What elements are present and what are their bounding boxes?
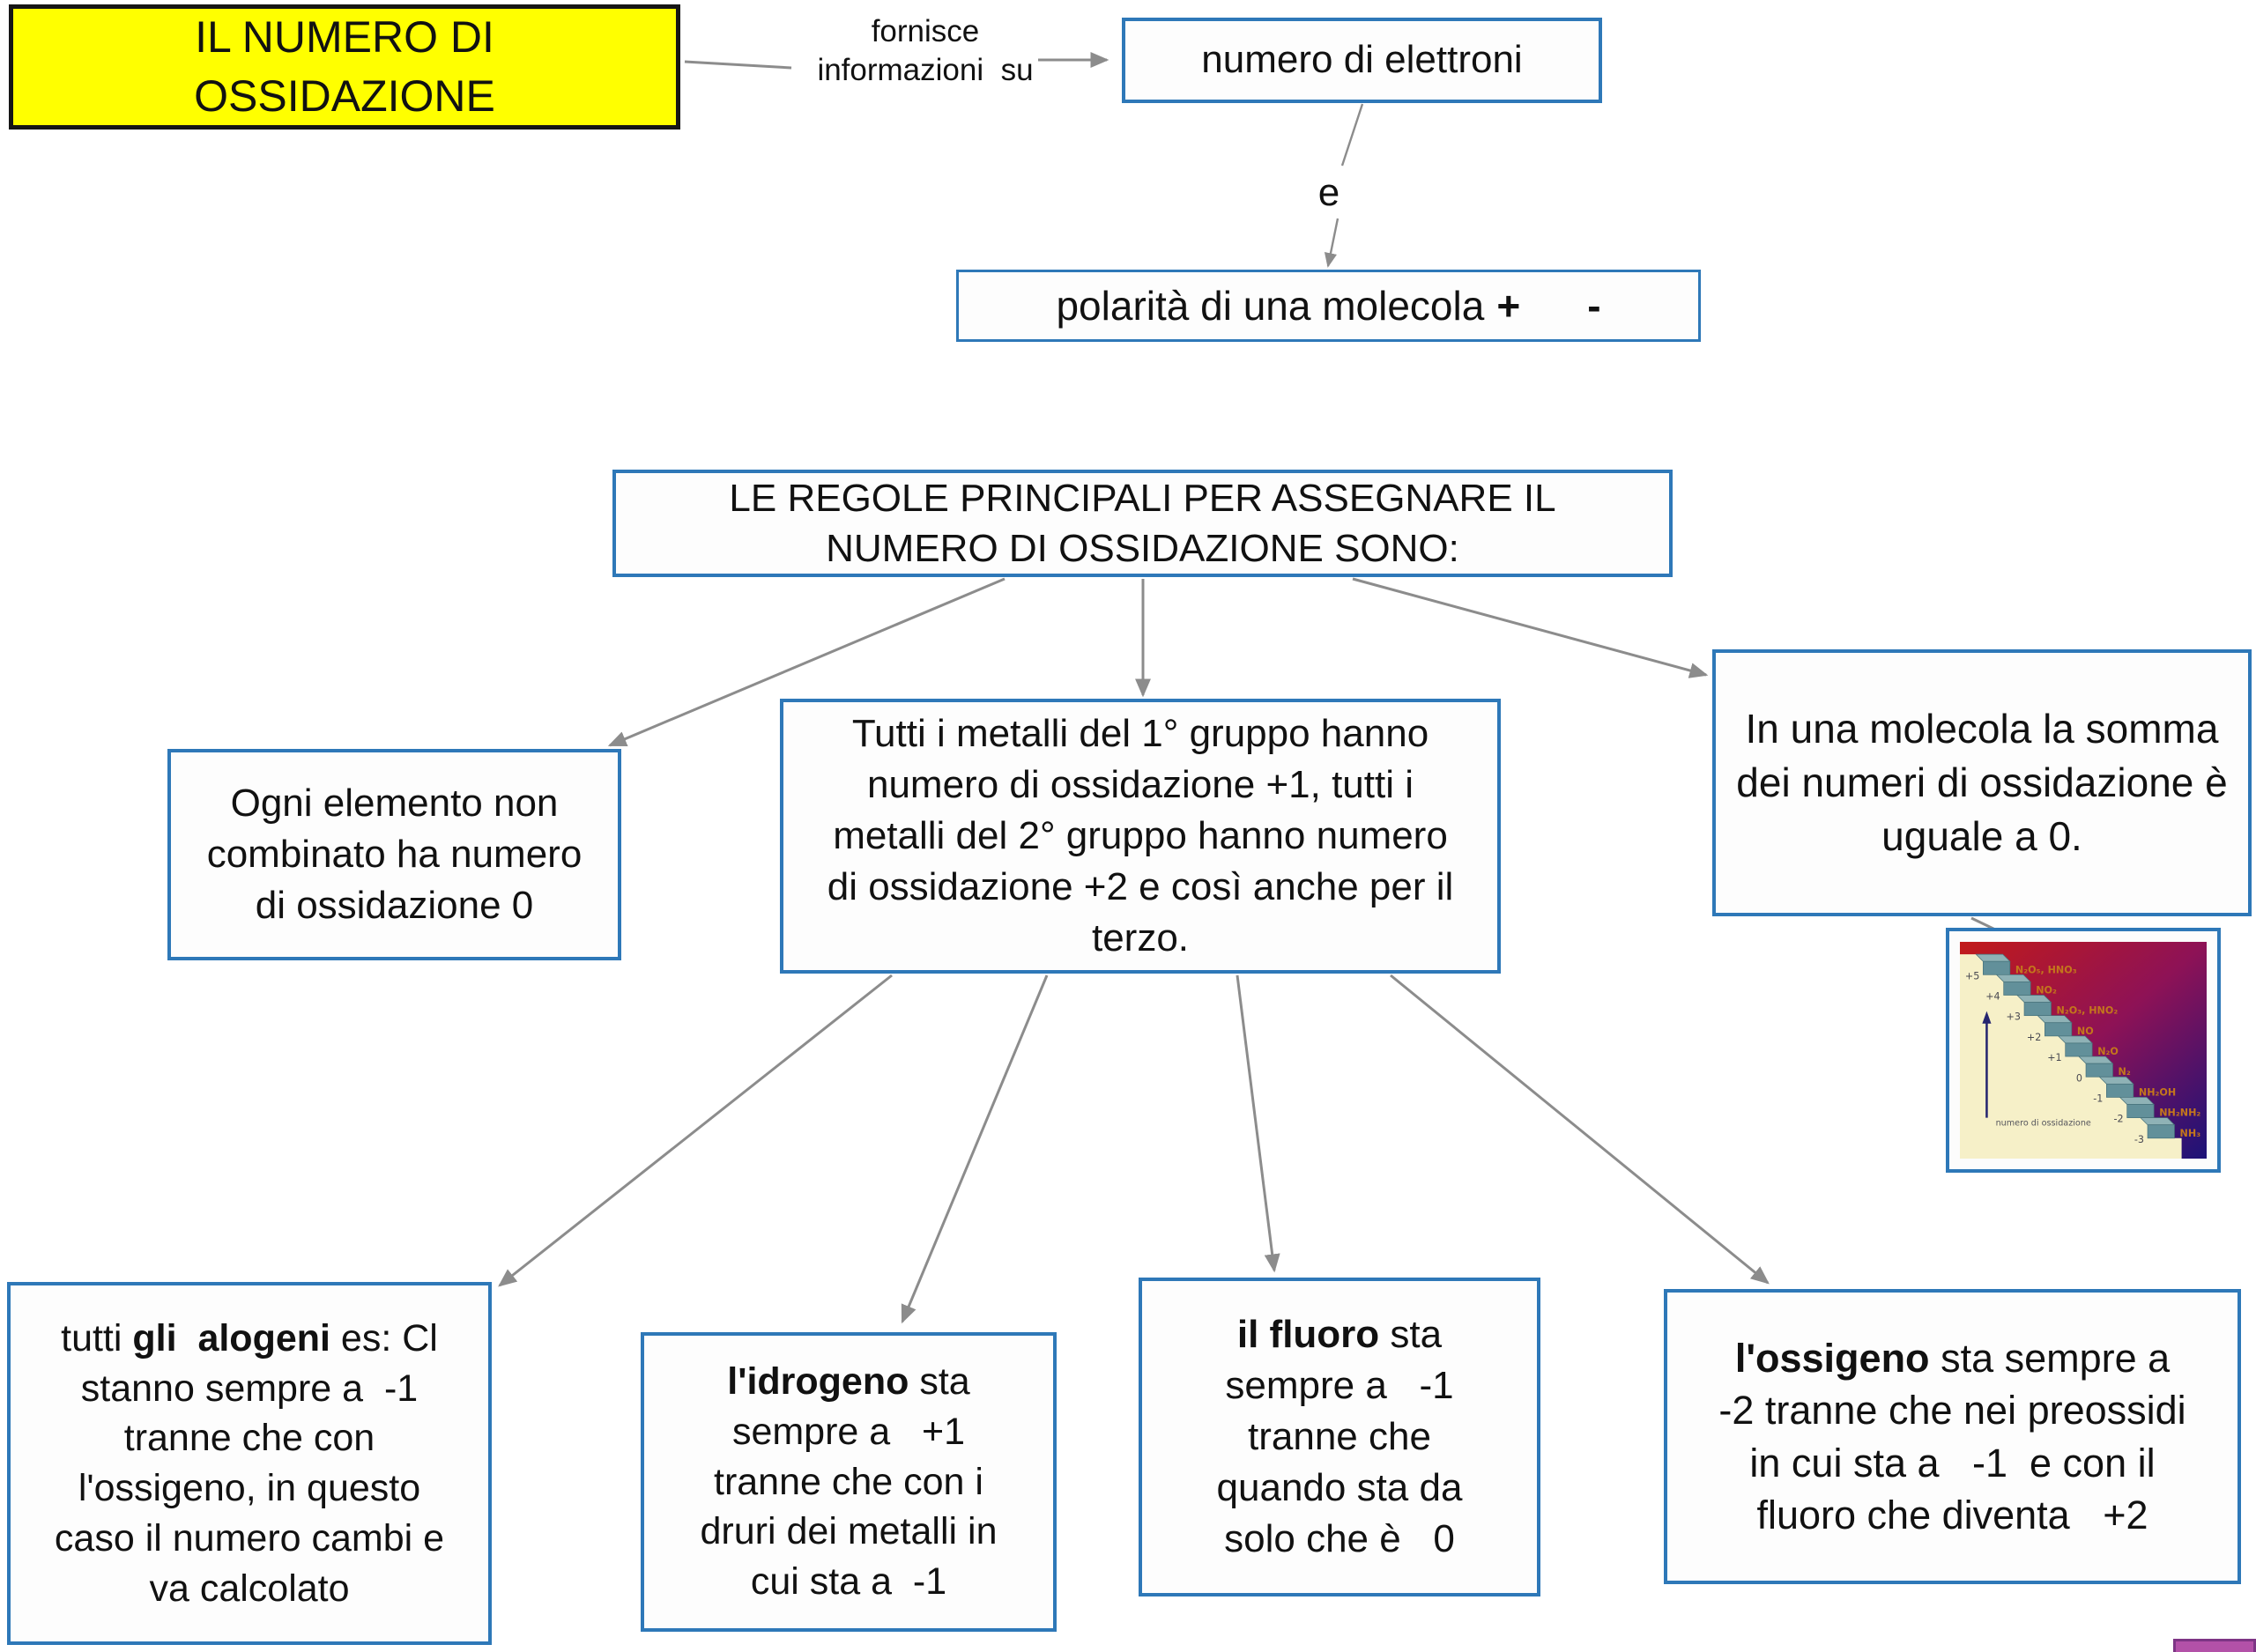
- stair-compound: N₂O₃, HNO₂: [2057, 1005, 2119, 1017]
- fornisce-link-label: fornisce informazioni su: [817, 14, 1034, 87]
- connector-arrow: [607, 577, 1006, 747]
- ossigeno-node: l'ossigeno sta sempre a -2 tranne che ne…: [1664, 1289, 2241, 1584]
- elemento-non-combinato-node: Ogni elemento non combinato ha numero di…: [167, 749, 621, 960]
- e-link-label: e: [1317, 170, 1340, 214]
- stair-compound: N₂: [2119, 1066, 2131, 1078]
- elettroni-node: numero di elettroni: [1122, 18, 1602, 103]
- ossigeno-text: l'ossigeno sta sempre a -2 tranne che ne…: [1718, 1335, 2186, 1537]
- stair-compound: NO: [2077, 1026, 2094, 1037]
- axis-arrowhead: [1982, 1011, 1992, 1024]
- stair-step-front: [2126, 1104, 2155, 1118]
- stair-compound: N₂O: [2097, 1046, 2119, 1057]
- connector: [684, 60, 792, 70]
- stair-number: -3: [2134, 1134, 2144, 1145]
- alogeni-text: tutti gli alogeni es: Cl stanno sempre a…: [54, 1316, 445, 1610]
- polarita-minus-sign: -: [1587, 282, 1601, 329]
- stair-compound: NH₂NH₂: [2159, 1108, 2200, 1119]
- alogeni-bold: gli alogeni: [132, 1316, 330, 1359]
- corner-shape: [2173, 1639, 2256, 1652]
- stair-number: 0: [2076, 1072, 2082, 1084]
- stairs-caption: numero di ossidazione: [1996, 1119, 2091, 1129]
- polarita-node: polarità di una molecola+ -: [956, 270, 1701, 342]
- stair-step-front: [1983, 960, 2011, 975]
- title-node: IL NUMERO DI OSSIDAZIONE: [9, 4, 680, 130]
- connector-arrow: [1324, 218, 1340, 268]
- stair-step-front: [2147, 1124, 2175, 1139]
- connector-arrow: [1390, 974, 1770, 1285]
- connector-arrow: [498, 974, 893, 1287]
- ossigeno-bold: l'ossigeno: [1734, 1335, 1930, 1381]
- stair-number: +2: [2027, 1032, 2041, 1043]
- stair-step-front: [2085, 1063, 2113, 1078]
- alogeni-node: tutti gli alogeni es: Cl stanno sempre a…: [7, 1282, 492, 1645]
- stair-number: +4: [1985, 991, 2000, 1003]
- idrogeno-text: l'idrogeno sta sempre a +1 tranne che co…: [700, 1360, 998, 1604]
- stair-step-front: [2044, 1022, 2073, 1037]
- polarita-plus-sign: +: [1496, 282, 1521, 329]
- stair-step-front: [2003, 982, 2031, 996]
- stair-step-front: [2106, 1083, 2134, 1098]
- stair-number: -2: [2114, 1114, 2124, 1125]
- stair-number: -1: [2093, 1093, 2103, 1105]
- fluoro-node: il fluoro sta sempre a -1 tranne che qua…: [1139, 1278, 1540, 1596]
- stair-compound: NH₃: [2180, 1128, 2201, 1139]
- stair-number: +5: [1965, 970, 1979, 982]
- idrogeno-node: l'idrogeno sta sempre a +1 tranne che co…: [641, 1332, 1057, 1632]
- stair-step-front: [2065, 1042, 2093, 1057]
- connector-arrow: [1236, 974, 1280, 1273]
- metalli-gruppi-node: Tutti i metalli del 1° gruppo hanno nume…: [780, 699, 1501, 974]
- fluoro-bold: il fluoro: [1236, 1312, 1380, 1356]
- connector: [1340, 103, 1364, 167]
- stair-compound: N₂O₅, HNO₃: [2015, 964, 2077, 975]
- polarita-text: polarità di una molecola: [1056, 282, 1485, 329]
- fluoro-text: il fluoro sta sempre a -1 tranne che qua…: [1216, 1312, 1463, 1561]
- connector-arrow: [1352, 577, 1709, 678]
- connector-arrow: [901, 974, 1049, 1324]
- somma-molecola-node: In una molecola la somma dei numeri di o…: [1712, 649, 2252, 916]
- stair-compound: NO₂: [2036, 985, 2057, 996]
- stair-number: +3: [2007, 1011, 2021, 1023]
- regole-node: LE REGOLE PRINCIPALI PER ASSEGNARE IL NU…: [612, 470, 1673, 577]
- stair-number: +1: [2047, 1052, 2061, 1063]
- stair-compound: NH₂OH: [2139, 1086, 2176, 1098]
- stair-step-front: [2023, 1002, 2052, 1017]
- idrogeno-bold: l'idrogeno: [727, 1360, 909, 1404]
